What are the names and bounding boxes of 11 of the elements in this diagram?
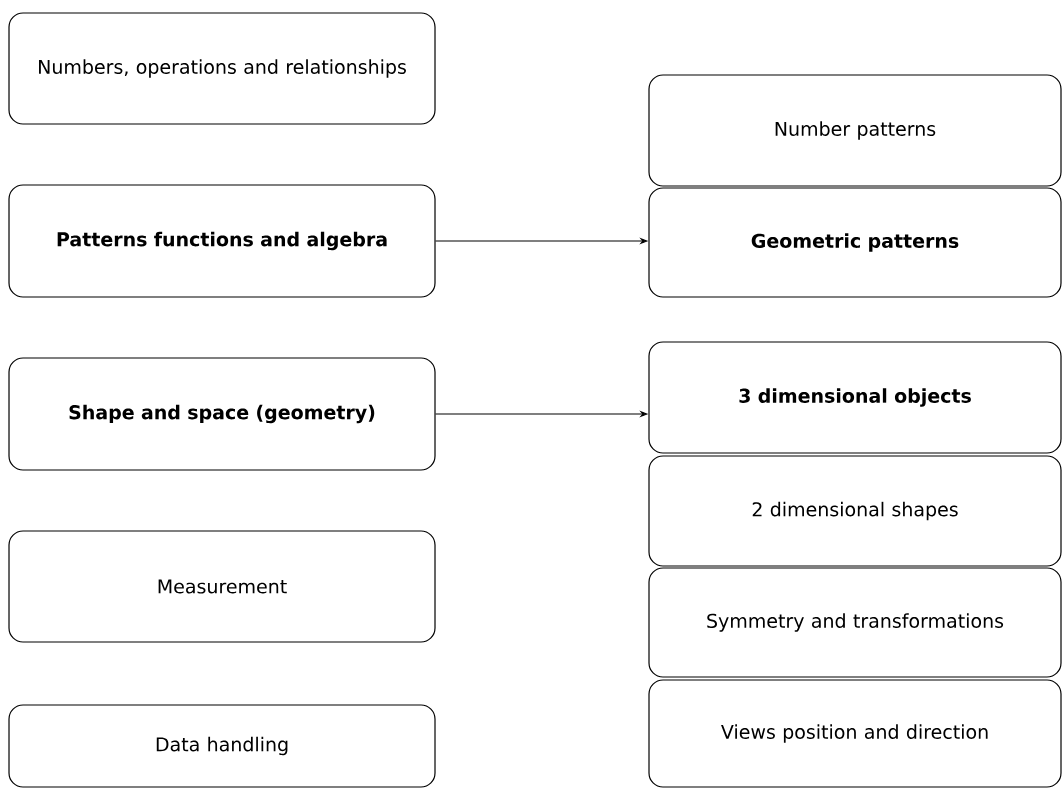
topic-box: 3 dimensional objects bbox=[648, 341, 1062, 454]
topic-box: Number patterns bbox=[648, 74, 1062, 187]
topic-box: 2 dimensional shapes bbox=[648, 455, 1062, 567]
topic-box: Measurement bbox=[8, 530, 436, 643]
topic-box: Geometric patterns bbox=[648, 187, 1062, 298]
topic-box: Views position and direction bbox=[648, 679, 1062, 788]
topic-box: Symmetry and transformations bbox=[648, 567, 1062, 678]
topic-box: Numbers, operations and relationships bbox=[8, 12, 436, 125]
topic-box: Shape and space (geometry) bbox=[8, 357, 436, 471]
topic-box: Data handling bbox=[8, 704, 436, 788]
topic-box: Patterns functions and algebra bbox=[8, 184, 436, 298]
